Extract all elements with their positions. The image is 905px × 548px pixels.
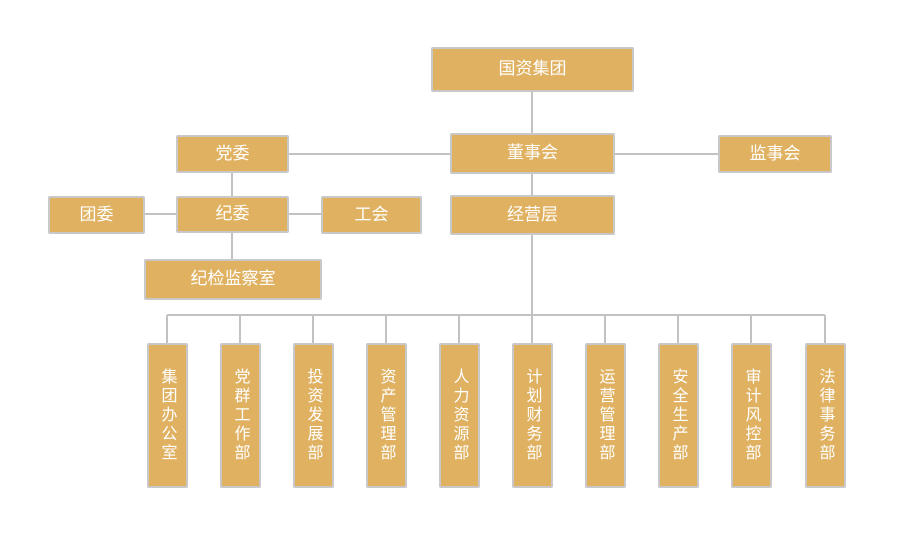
node-youth-league: 团委 — [48, 196, 145, 234]
node-labor-union: 工会 — [321, 196, 422, 234]
dept-safety-production: 安全生产部 — [658, 343, 699, 488]
dept-investment-development: 投资发展部 — [293, 343, 334, 488]
node-board-of-directors: 董事会 — [450, 133, 615, 174]
dept-asset-management: 资产管理部 — [366, 343, 407, 488]
dept-party-affairs: 党群工作部 — [220, 343, 261, 488]
node-inspection-office: 纪检监察室 — [144, 259, 322, 300]
dept-human-resources: 人力资源部 — [439, 343, 480, 488]
node-management: 经营层 — [450, 195, 615, 235]
dept-general-office: 集团办公室 — [147, 343, 188, 488]
dept-planning-finance: 计划财务部 — [512, 343, 553, 488]
dept-operations-management: 运营管理部 — [585, 343, 626, 488]
dept-legal-affairs: 法律事务部 — [805, 343, 846, 488]
node-discipline-committee: 纪委 — [176, 196, 289, 233]
node-party-committee: 党委 — [176, 135, 289, 173]
node-state-assets-group: 国资集团 — [431, 47, 634, 92]
dept-audit-risk: 审计风控部 — [731, 343, 772, 488]
node-supervisory-board: 监事会 — [718, 135, 832, 173]
